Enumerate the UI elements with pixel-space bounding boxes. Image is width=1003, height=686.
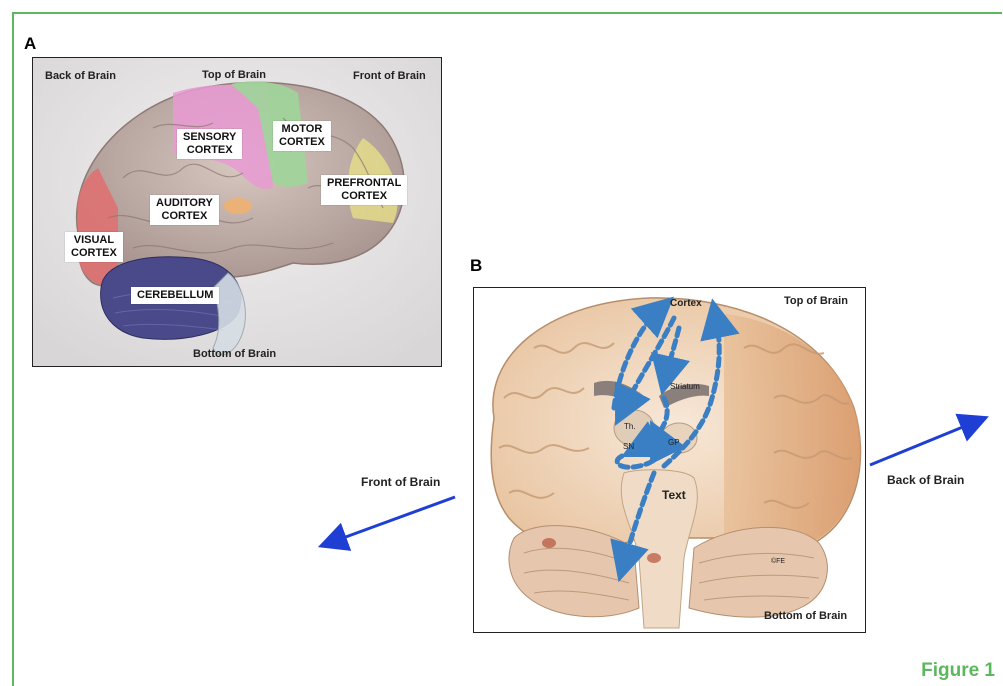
striatum-label: Striatum — [670, 382, 700, 391]
visual-cortex-label: VISUAL CORTEX — [65, 232, 123, 262]
panel-a-front-label: Front of Brain — [353, 70, 426, 82]
panel-a-top-label: Top of Brain — [202, 69, 266, 81]
prefrontal-cortex-label: PREFRONTAL CORTEX — [321, 175, 407, 205]
panel-b-bottom-label: Bottom of Brain — [764, 610, 847, 622]
panel-a-image: Back of Brain Top of Brain Front of Brai… — [32, 57, 442, 367]
panel-b-letter: B — [470, 256, 482, 276]
lateral-brain-illustration — [33, 58, 442, 367]
panel-a-back-label: Back of Brain — [45, 70, 116, 82]
front-direction-arrow — [332, 497, 455, 542]
external-back-label: Back of Brain — [887, 473, 964, 487]
panel-a-letter: A — [24, 34, 36, 54]
external-front-label: Front of Brain — [361, 475, 440, 489]
back-direction-arrow — [870, 422, 975, 465]
figure-caption: Figure 1 — [921, 660, 995, 682]
motor-cortex-label: MOTOR CORTEX — [273, 121, 331, 151]
panel-a-bottom-label: Bottom of Brain — [193, 348, 276, 360]
auditory-cortex-region — [224, 198, 252, 214]
auditory-cortex-label: AUDITORY CORTEX — [150, 195, 219, 225]
cerebellum-label: CEREBELLUM — [131, 287, 219, 304]
panel-b-top-label: Top of Brain — [784, 295, 848, 307]
cortex-label: Cortex — [670, 298, 702, 309]
sensory-cortex-label: SENSORY CORTEX — [177, 129, 242, 159]
